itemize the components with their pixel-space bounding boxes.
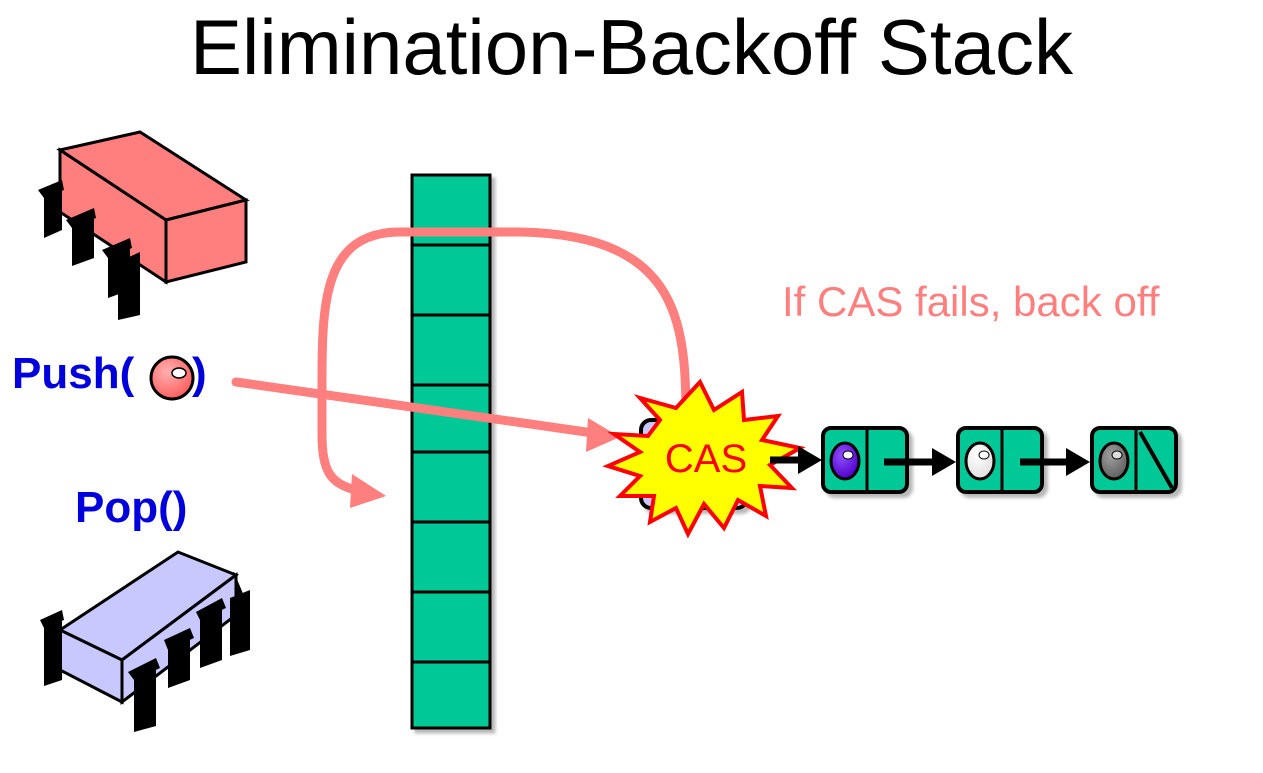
backoff-arrow [317,227,691,508]
cas-burst-icon [602,378,806,539]
list-arrow [770,446,822,474]
push-arrow [231,377,620,452]
array-slot [410,660,492,730]
push-item-ball-icon [149,355,195,401]
array-slot [410,450,492,524]
pop-thread-chip-icon [40,550,250,732]
purple-ball-icon [829,441,861,481]
push-label-suffix: ) [192,349,207,398]
backoff-note: If CAS fails, back off [782,278,1160,325]
page-title: Elimination-Backoff Stack [190,3,1073,91]
null-pointer-icon [1138,431,1174,489]
white-ball-icon [964,441,996,481]
elimination-array [410,173,492,730]
list-arrow [1020,448,1090,476]
array-slot [410,520,492,594]
push-label-prefix: Push( [12,349,135,398]
pop-label: Pop() [75,483,187,532]
array-slot [410,243,492,317]
linked-list [770,426,1178,494]
gray-ball-icon [1098,441,1130,481]
array-slot [410,590,492,664]
push-thread-chip-icon [38,130,250,320]
array-slot [410,313,492,387]
cas-label: CAS [665,437,747,481]
list-arrow [884,448,956,476]
